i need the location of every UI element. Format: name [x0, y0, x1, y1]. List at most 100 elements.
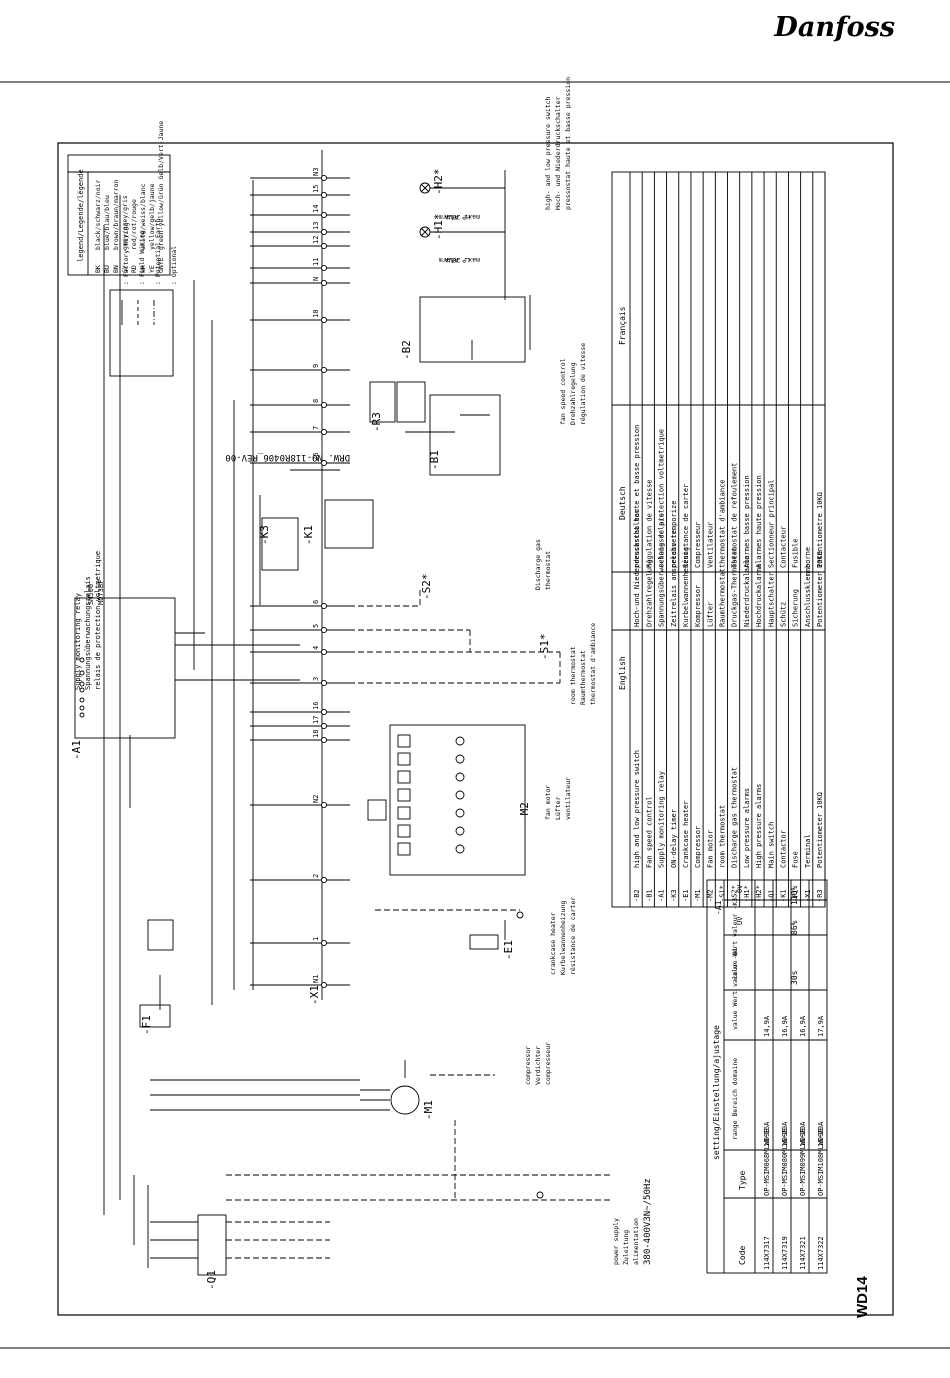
component-table-deutsch: Niederdruckalarme — [743, 555, 751, 627]
compressor-label: compresseur — [544, 1042, 552, 1085]
sm500-label: MD73BF — [97, 580, 105, 605]
a1-pin — [79, 705, 85, 711]
component-table-english: Crankcase heater — [682, 801, 690, 868]
designator-k1: -K1 — [302, 525, 315, 545]
x1-pe-terminal — [516, 911, 524, 919]
m2-connector — [397, 734, 411, 748]
terminal-6 — [320, 602, 328, 610]
page-code: WD14 — [854, 1276, 871, 1318]
component-table-english: Low pressure alarms — [743, 788, 751, 868]
compressor-label: Verdichter — [534, 1046, 542, 1085]
m2-n-l-block — [367, 799, 387, 821]
power-supply-label: power supply — [612, 1218, 620, 1265]
pressure-switch-label: Hoch- und Niederdruckschalter — [554, 96, 562, 210]
component-table-code: -A1 — [658, 889, 666, 902]
terminal-number: N — [312, 277, 320, 281]
component-table-english: Contactor — [779, 830, 787, 868]
designator-s1: -S1* — [538, 634, 551, 661]
legend-text: grey/grey/gris — [121, 195, 129, 250]
terminal-number: 11 — [312, 258, 320, 266]
k3-relay — [261, 517, 299, 571]
designator-m2: -M2 — [518, 802, 531, 822]
a1-pin — [79, 712, 85, 718]
terminal-4 — [320, 648, 328, 656]
terminal-number: 9 — [312, 364, 320, 368]
component-table-francais: Fusible — [792, 538, 800, 568]
terminal-number: 3 — [312, 677, 320, 681]
terminal-number: N1 — [312, 975, 320, 983]
settings-header-ov: OV — [736, 884, 744, 893]
m2-terminal — [455, 772, 465, 782]
component-table-deutsch: Schütz — [779, 602, 787, 627]
component-table-deutsch: Hochdruckalarme — [755, 564, 763, 627]
legend-text: red/rot/rouge — [130, 199, 138, 250]
legend-code: BK — [94, 265, 102, 273]
terminal-number: 12 — [312, 236, 320, 244]
component-table-code: -B2 — [633, 889, 641, 902]
k1-coil — [324, 499, 374, 549]
terminal-number: N2 — [312, 795, 320, 803]
terminal-N — [320, 279, 328, 287]
settings-uv-value: 86% — [790, 920, 799, 935]
wiring-legend-text: : Field Wiring — [138, 230, 146, 285]
settings-q1: 16,9A — [799, 1015, 807, 1037]
terminal-5 — [320, 626, 328, 634]
terminal-N1 — [320, 981, 328, 989]
component-table-francais: Compresseur — [694, 522, 702, 568]
k1-contactor — [147, 919, 174, 951]
designator-a1: -A1 — [70, 740, 83, 760]
m2-connector — [397, 824, 411, 838]
terminal-16 — [320, 708, 328, 716]
wiring-legend-text: : Potential Earth — [154, 218, 162, 285]
settings-range: 16-20A — [781, 1121, 789, 1147]
settings-header-k3: value Wert valeur -K3 — [731, 898, 739, 980]
terminal-number: 1 — [312, 937, 320, 941]
crankcase-label: crankcase heater — [549, 912, 557, 975]
settings-q1: 14,9A — [763, 1015, 771, 1037]
designator-h1: -H1* — [432, 214, 445, 241]
component-table-francais: Alarmes haute pression — [755, 475, 763, 568]
component-table-code: -M1 — [694, 889, 702, 902]
terminal-18 — [320, 736, 328, 744]
m2-terminal — [455, 808, 465, 818]
terminal-2 — [320, 876, 328, 884]
supply-monitor-label: relais de protection voltmetrique — [94, 551, 102, 690]
power-supply-label: Zuleitung — [622, 1230, 630, 1265]
component-table-english: Discharge gas thermostat — [731, 767, 739, 868]
component-table-english: ON-delay timer — [670, 809, 678, 868]
component-table-deutsch: Potentiometer 10KΩ — [816, 551, 824, 627]
component-table-english: Fan speed control — [645, 796, 653, 868]
legend-code: GY — [121, 265, 129, 273]
lp-alarm-label: LP Alarm — [439, 256, 470, 264]
component-table-deutsch: Lüfter — [706, 602, 714, 627]
m2-connector — [397, 842, 411, 856]
terminal-number: 18 — [312, 730, 320, 738]
component-table-francais: relais temporize — [670, 501, 678, 568]
designator-e1: -E1 — [502, 940, 515, 960]
component-table-code: -X1 — [804, 889, 812, 902]
settings-q1: 17,9A — [817, 1015, 825, 1037]
settings-range: 16-20A — [817, 1121, 825, 1147]
designator-m1: -M1 — [422, 1100, 435, 1120]
component-table-deutsch: Drehzahlregelung — [645, 560, 653, 627]
legend-code: BN — [112, 265, 120, 273]
m2-terminal — [455, 736, 465, 746]
settings-code: 114X7317 — [763, 1236, 771, 1270]
terminal-1 — [320, 939, 328, 947]
settings-title: setting/Einstellung/ajustage — [712, 1025, 721, 1160]
component-table-code: -K3 — [670, 889, 678, 902]
component-table-francais: borne — [804, 547, 812, 568]
terminal-12 — [320, 242, 328, 250]
component-table-english: high and low pressure switch — [633, 750, 641, 868]
component-table-header: English — [618, 656, 627, 690]
terminal-26 — [320, 459, 328, 467]
b1-fan-speed — [429, 394, 501, 476]
m2-fan-motor — [389, 724, 526, 876]
component-table-francais: pressostat haute et basse pression — [633, 425, 641, 568]
component-table-english: Compressor — [694, 826, 702, 868]
m2-connector — [397, 770, 411, 784]
component-table-code: -S1* — [719, 885, 727, 902]
component-table-code: -S2* — [731, 885, 739, 902]
component-table-francais: Résistance de carter — [682, 484, 690, 568]
component-table-francais: Potentiometre 10KΩ — [816, 492, 824, 568]
